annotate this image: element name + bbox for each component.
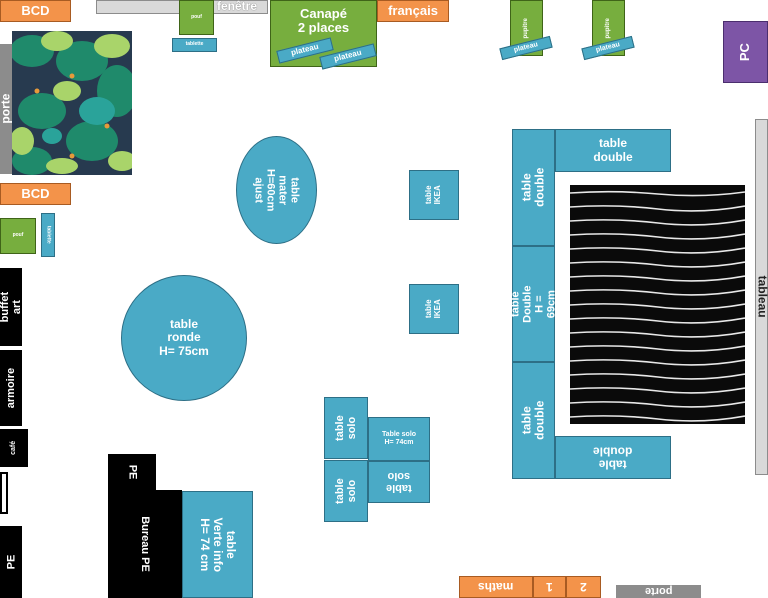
pc-label: PC [737, 42, 753, 62]
shelf-number: 1 [546, 580, 553, 595]
francais-label: français [388, 2, 438, 18]
whiteboard-label: tableau [755, 275, 768, 319]
door-bottom: porte [616, 585, 701, 598]
table-mater-label: table mater H=60cm ajust [252, 168, 301, 212]
bureau-pe-label: Bureau PE [139, 516, 152, 572]
table-verte-label: table Verte info H= 74 cm [197, 517, 239, 572]
table-double-bottom-horizontal: table double [555, 436, 671, 479]
shelf-number: 2 [580, 580, 587, 595]
table-solo-label: table solo [386, 470, 412, 495]
shelf-2: 2 [566, 576, 601, 598]
table-solo-2: table solo [324, 460, 368, 522]
table-mater: table mater H=60cm ajust [236, 136, 317, 244]
table-verte-info: table Verte info H= 74 cm [182, 491, 253, 598]
table-double-label: table double [519, 400, 547, 441]
bureau-pe: Bureau PE [108, 490, 182, 598]
table-double-label: table Double H = 69cm [509, 285, 558, 323]
whiteboard: tableau [755, 119, 768, 475]
table-ronde-label: table ronde H= 75cm [159, 317, 209, 358]
pe-cabinet: PE [0, 526, 22, 598]
pe-block: PE [108, 454, 156, 490]
pe-label: PE [126, 464, 139, 480]
shelf-1: 1 [533, 576, 566, 598]
table-ikea-label: table IKEA [424, 185, 442, 205]
armoire: armoire [0, 350, 22, 426]
tablette-left: tablette [41, 213, 55, 257]
table-ronde: table ronde H= 75cm [121, 275, 247, 401]
bcd-shelf-left: BCD [0, 183, 71, 205]
table-ikea-2: table IKEA [409, 284, 459, 334]
bcd-label: BCD [21, 185, 50, 201]
bcd-shelf-top: BCD [0, 0, 71, 22]
door-label: porte [0, 94, 13, 124]
tablette-label: tablette [45, 226, 52, 244]
pouf-left: pouf [0, 218, 36, 254]
table-double-label: table double [593, 444, 633, 472]
pouf-label: pouf [12, 232, 24, 239]
table-ikea-label: table IKEA [424, 299, 442, 319]
rug-striped [569, 185, 746, 424]
sofa-label: Canapé 2 places [297, 6, 350, 36]
buffet-art: buffet art [0, 268, 24, 346]
table-solo-label: table solo [333, 415, 358, 441]
pe-label: PE [4, 554, 17, 570]
tablette-top: tablette [172, 38, 217, 52]
rug-tropical [10, 31, 137, 175]
pupitre-label: pupitre [605, 17, 612, 39]
maths-label: maths [478, 580, 514, 595]
table-solo-3: table solo [368, 461, 430, 503]
cafe-corner: café [0, 429, 28, 467]
table-double-bottom-vertical: table double [512, 362, 555, 479]
table-double-top-horizontal: table double [555, 129, 671, 172]
window-label: fenêtre [216, 0, 257, 14]
pouf-label: pouf [191, 13, 202, 20]
table-double-label: table double [519, 167, 547, 208]
table-solo-label: table solo [333, 478, 358, 504]
table-solo-1: table solo [324, 397, 368, 459]
table-ikea-1: table IKEA [409, 170, 459, 220]
table-double-middle: table Double H = 69cm [509, 246, 558, 362]
table-solo-horizontal: Table solo H= 74cm [368, 417, 430, 461]
wall-marker [0, 472, 8, 514]
table-solo-label: Table solo H= 74cm [381, 431, 417, 446]
pupitre-label: pupitre [523, 17, 530, 39]
maths-shelf: maths [459, 576, 533, 598]
cafe-label: café [10, 440, 18, 456]
pouf-top: pouf [179, 0, 214, 35]
armoire-label: armoire [4, 367, 17, 409]
door-label: porte [644, 585, 673, 598]
buffet-label: buffet art [0, 291, 24, 323]
table-double-label: table double [593, 136, 633, 164]
pc-desk: PC [723, 21, 768, 83]
tablette-label: tablette [185, 41, 204, 48]
door-left: porte [0, 44, 12, 174]
francais-shelf: français [377, 0, 449, 22]
table-double-top-vertical: table double [512, 129, 555, 246]
bcd-label: BCD [21, 2, 50, 18]
